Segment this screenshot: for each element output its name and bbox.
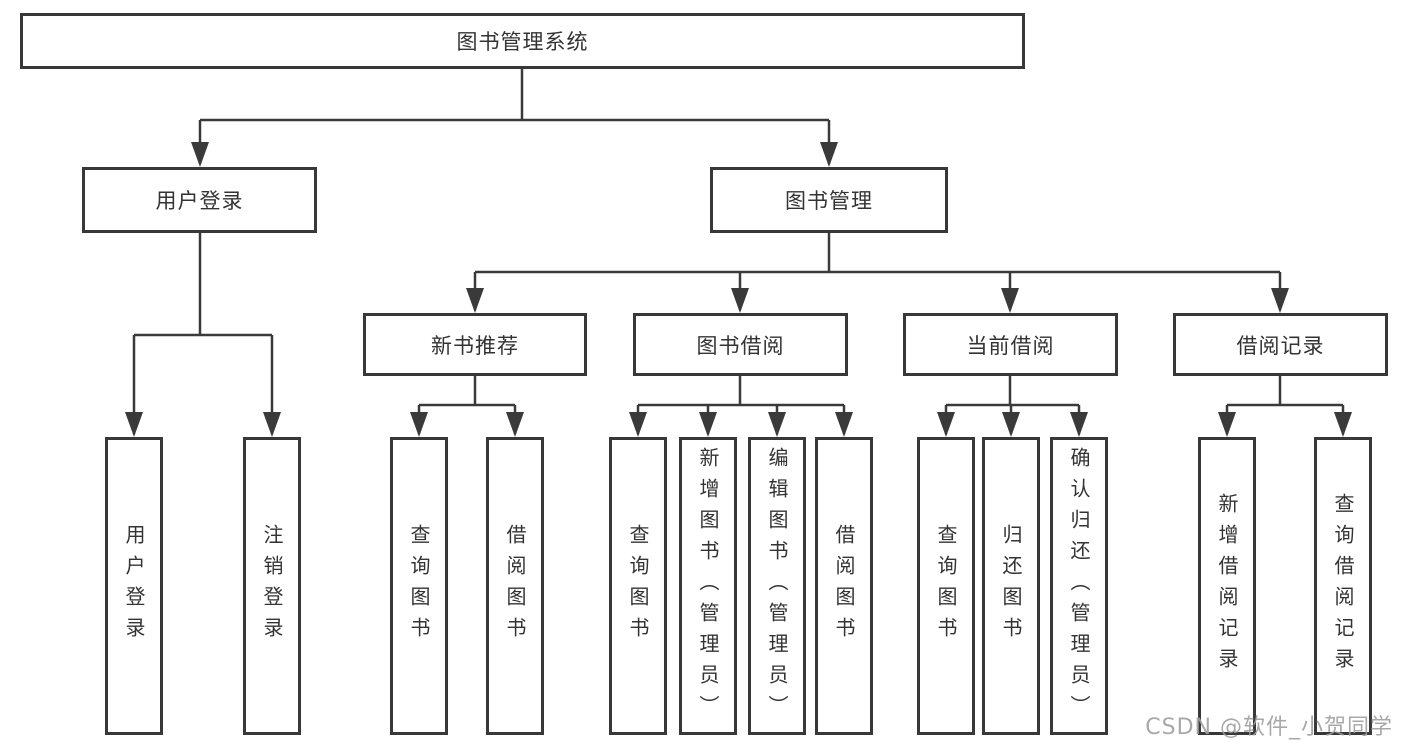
leaf-label: 归还图书 <box>999 524 1023 648</box>
node-current-borrowing: 当前借阅 <box>903 313 1118 376</box>
leaf-label: 确认归还（管理员） <box>1067 446 1091 726</box>
leaf-edit-books-admin: 编辑图书（管理员） <box>748 437 806 735</box>
node-label: 用户登录 <box>155 189 244 213</box>
leaf-query-books-recommend: 查询图书 <box>390 437 448 735</box>
leaf-query-books-borrowing: 查询图书 <box>609 437 667 735</box>
node-book-management: 图书管理 <box>710 167 948 233</box>
leaf-label: 查询图书 <box>934 524 958 648</box>
leaf-query-borrow-record: 查询借阅记录 <box>1314 437 1372 735</box>
leaf-label: 查询图书 <box>626 524 650 648</box>
node-user-login: 用户登录 <box>82 167 317 233</box>
leaf-confirm-return-admin: 确认归还（管理员） <box>1050 437 1108 735</box>
node-label: 图书借阅 <box>696 333 785 358</box>
leaf-label: 新增借阅记录 <box>1215 493 1239 679</box>
node-new-book-recommend: 新书推荐 <box>363 313 587 376</box>
leaf-logout-login: 注销登录 <box>243 437 301 735</box>
leaf-user-login: 用户登录 <box>105 437 163 735</box>
node-label: 图书管理系统 <box>456 30 589 54</box>
leaf-add-borrow-record: 新增借阅记录 <box>1198 437 1256 735</box>
leaf-add-books-admin: 新增图书（管理员） <box>679 437 737 735</box>
leaf-borrow-books-recommend: 借阅图书 <box>486 437 544 735</box>
leaf-return-books: 归还图书 <box>982 437 1040 735</box>
leaf-label: 用户登录 <box>122 524 146 648</box>
leaf-label: 注销登录 <box>260 524 284 648</box>
node-label: 新书推荐 <box>431 333 519 358</box>
leaf-label: 查询借阅记录 <box>1331 493 1355 679</box>
node-label: 当前借阅 <box>966 333 1055 358</box>
leaf-label: 编辑图书（管理员） <box>765 446 789 726</box>
node-book-borrowing: 图书借阅 <box>633 313 848 376</box>
leaf-query-books-current: 查询图书 <box>917 437 975 735</box>
leaf-label: 借阅图书 <box>832 524 856 648</box>
leaf-label: 查询图书 <box>407 524 431 648</box>
node-label: 借阅记录 <box>1236 333 1325 358</box>
node-label: 图书管理 <box>785 189 873 213</box>
node-library-management-system: 图书管理系统 <box>20 13 1025 69</box>
watermark-text: CSDN @软件_小贺同学 <box>1145 715 1393 740</box>
leaf-label: 新增图书（管理员） <box>696 446 720 726</box>
leaf-label: 借阅图书 <box>503 524 527 648</box>
leaf-borrow-books-borrowing: 借阅图书 <box>815 437 873 735</box>
node-borrowing-records: 借阅记录 <box>1173 313 1388 376</box>
